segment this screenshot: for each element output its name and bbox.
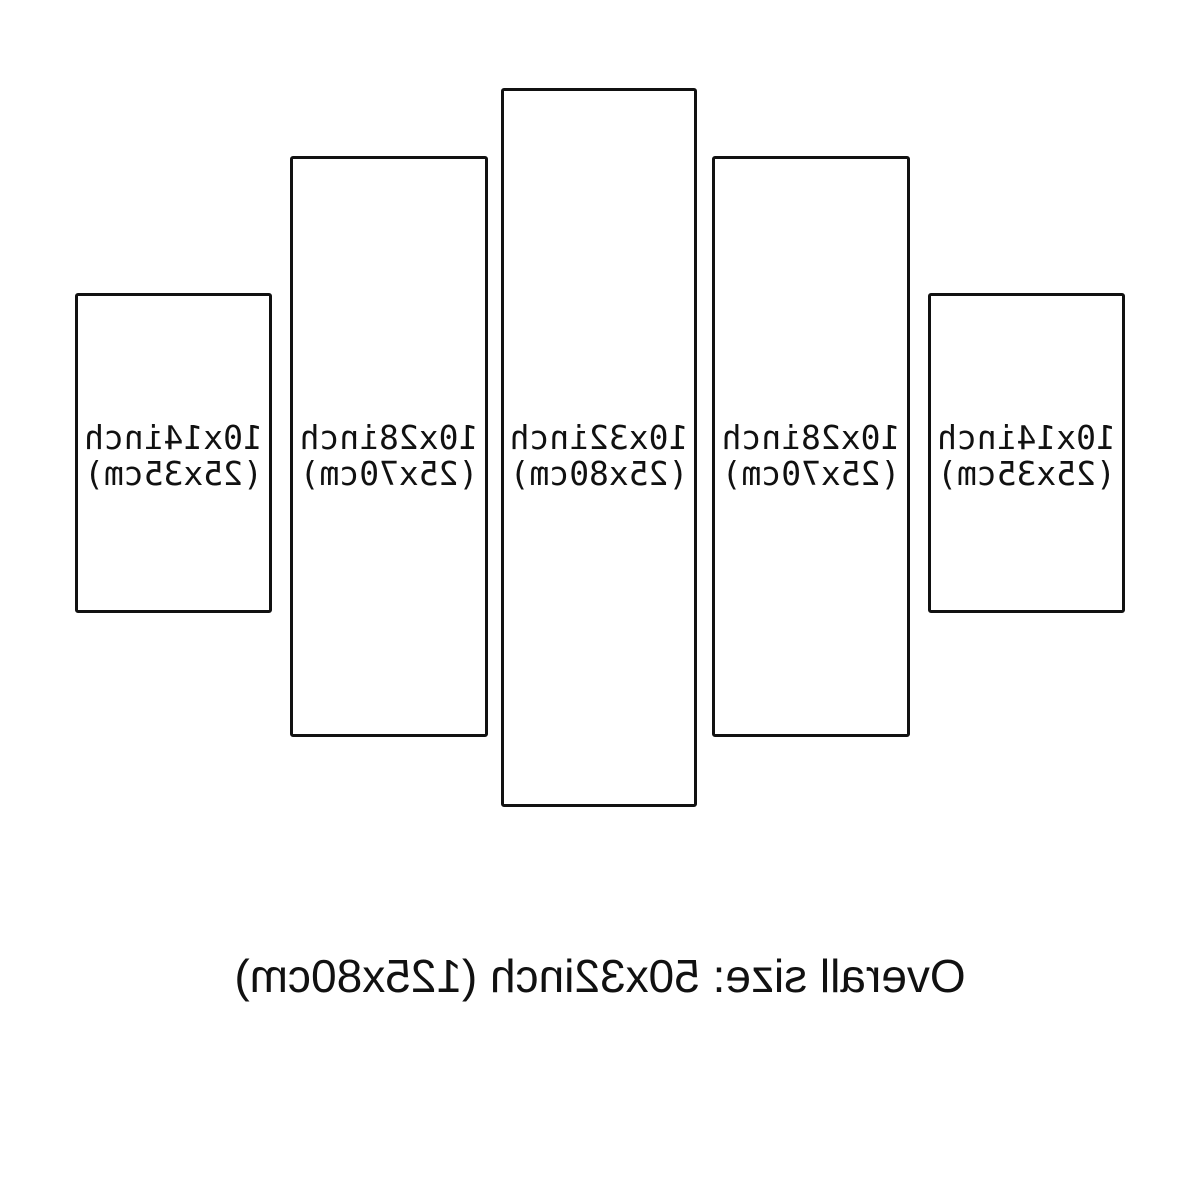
canvas-panel-5: 10x14inch (25x35cm): [928, 293, 1125, 613]
panel-4-size-cm: (25x70cm): [721, 454, 901, 493]
panel-2-size-inch: 10x28inch: [299, 418, 479, 457]
panel-1-size-inch: 10x14inch: [84, 418, 263, 457]
panel-3-size-label: 10x32inch (25x80cm): [504, 418, 694, 493]
panel-4-size-label: 10x28inch (25x70cm): [715, 418, 907, 493]
canvas-panel-3: 10x32inch (25x80cm): [501, 88, 697, 807]
panel-3-size-cm: (25x80cm): [509, 454, 689, 493]
panel-3-size-inch: 10x32inch: [509, 418, 689, 457]
panel-4-size-inch: 10x28inch: [721, 418, 901, 457]
panel-5-size-label: 10x14inch (25x35cm): [931, 418, 1122, 493]
panel-2-size-cm: (25x70cm): [299, 454, 479, 493]
canvas-panel-1: 10x14inch (25x35cm): [75, 293, 272, 613]
panel-1-size-label: 10x14inch (25x35cm): [78, 418, 269, 493]
panel-2-size-label: 10x28inch (25x70cm): [293, 418, 485, 493]
canvas-panel-4: 10x28inch (25x70cm): [712, 156, 910, 737]
panel-1-size-cm: (25x35cm): [84, 454, 263, 493]
canvas-panel-2: 10x28inch (25x70cm): [290, 156, 488, 737]
overall-size-caption: Overall size: 50x32inch (125x80cm): [234, 950, 966, 1002]
panel-5-size-inch: 10x14inch: [937, 418, 1116, 457]
panel-5-size-cm: (25x35cm): [937, 454, 1116, 493]
